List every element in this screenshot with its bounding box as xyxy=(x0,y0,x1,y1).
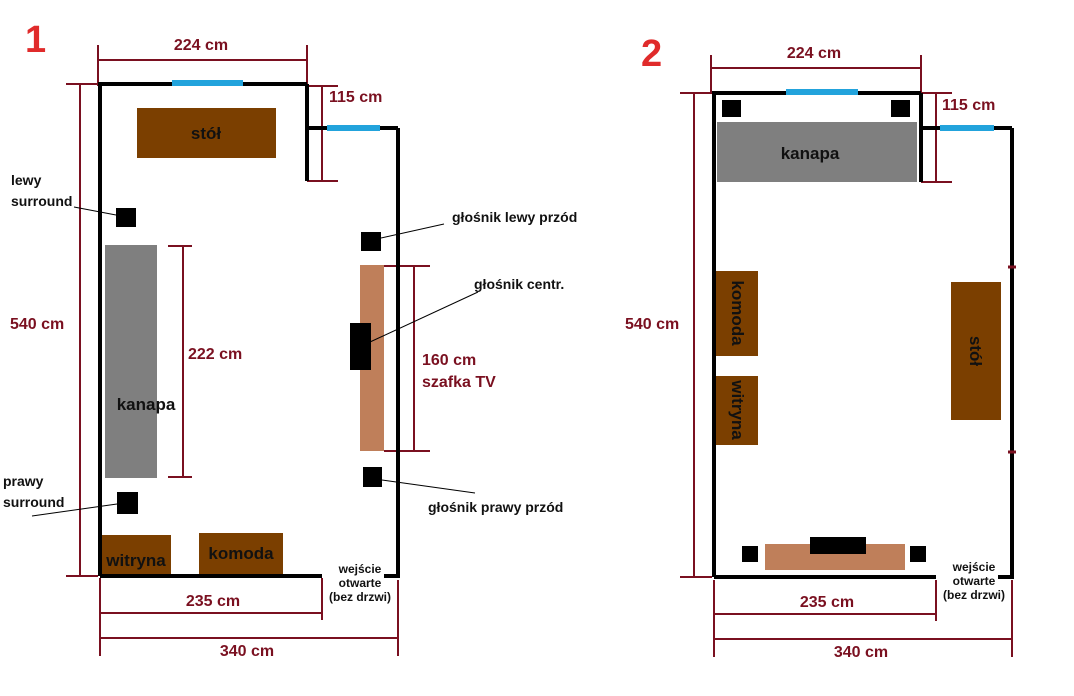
plan-1-table xyxy=(137,108,276,158)
plan-1-dim-top-width: 224 cm xyxy=(174,37,228,54)
plan-1-entrance-label-3: (bez drzwi) xyxy=(329,590,391,604)
plan-2-speaker-rear-right xyxy=(891,100,910,117)
plan-2-dim-bottom-total: 340 cm xyxy=(834,644,888,661)
plan-1-right-surround-label-2: surround xyxy=(3,494,64,510)
plan-1-speaker-front-right xyxy=(363,467,382,487)
plan-1-left-surround-label-1: lewy xyxy=(11,172,42,188)
plan-2-dim-left-height: 540 cm xyxy=(625,316,679,333)
plan-1-sofa-label: kanapa xyxy=(117,395,176,414)
plan-1-dim-sofa-length: 222 cm xyxy=(188,346,242,363)
plan-2-dresser xyxy=(716,271,758,356)
plan-2-table xyxy=(951,282,1001,420)
plan-1-center-label: głośnik centr. xyxy=(474,276,564,292)
plan-2-speaker-front-right xyxy=(910,546,926,562)
plan-1-dim-left-height: 540 cm xyxy=(10,316,64,333)
plan-2-sofa-label: kanapa xyxy=(781,144,840,163)
plan-2-entrance-label-3: (bez drzwi) xyxy=(943,588,1005,602)
plan-2-dimension-lines xyxy=(680,55,1013,657)
plan-1-dim-bottom-inner: 235 cm xyxy=(186,593,240,610)
plan-2-speaker-front-left xyxy=(742,546,758,562)
plan-2-display-case xyxy=(716,376,758,445)
plan-2-dim-bottom-inner: 235 cm xyxy=(800,594,854,611)
plan-1-sofa xyxy=(105,245,157,478)
plan-2-table-label: stół xyxy=(966,336,985,367)
plan-1-speaker-center xyxy=(350,323,371,370)
plan-1-entrance-label-1: wejście xyxy=(338,562,382,576)
plan-2: 2 xyxy=(625,33,1016,661)
plan-1-dim-tv-width: 160 cm xyxy=(422,352,476,369)
plan-1-display-case-label: witryna xyxy=(105,551,166,570)
plan-2-speaker-center xyxy=(810,537,866,554)
plan-2-walls xyxy=(712,91,1014,579)
plan-1-entrance-label-2: otwarte xyxy=(339,576,382,590)
plan-1-dim-bottom-total: 340 cm xyxy=(220,643,274,660)
plan-2-entrance-label-1: wejście xyxy=(952,560,996,574)
plan-2-sofa xyxy=(717,122,917,182)
plan-1: 1 xyxy=(3,19,577,660)
plan-1-speaker-left-surround xyxy=(116,208,136,227)
plan-1-tv-cabinet-label: szafka TV xyxy=(422,374,496,391)
plan-1-leader-lines xyxy=(31,206,479,517)
plan-1-left-surround-label-2: surround xyxy=(11,193,72,209)
plan-2-display-case-label: witryna xyxy=(728,379,747,440)
plan-1-front-left-label: głośnik lewy przód xyxy=(452,209,577,225)
plan-2-dim-top-width: 224 cm xyxy=(787,45,841,62)
plan-2-entrance-label-2: otwarte xyxy=(953,574,996,588)
plan-2-dim-alcove: 115 cm xyxy=(942,97,995,114)
plan-1-table-label: stół xyxy=(191,124,222,143)
plan-2-dresser-label: komoda xyxy=(728,280,747,346)
plan-1-dim-alcove: 115 cm xyxy=(329,89,382,106)
plan-2-number: 2 xyxy=(641,33,662,75)
plan-1-dresser xyxy=(199,533,283,574)
plan-1-speaker-right-surround xyxy=(117,492,138,514)
plan-1-number: 1 xyxy=(25,19,46,61)
plan-1-display-case xyxy=(102,535,171,574)
plan-2-wall-marks xyxy=(1008,265,1016,454)
plan-1-right-surround-label-1: prawy xyxy=(3,473,44,489)
plan-1-dimension-lines xyxy=(66,45,430,656)
plan-1-dresser-label: komoda xyxy=(208,544,274,563)
plan-2-speaker-rear-left xyxy=(722,100,741,117)
plan-1-front-right-label: głośnik prawy przód xyxy=(428,499,563,515)
plan-1-speaker-front-left xyxy=(361,232,381,251)
